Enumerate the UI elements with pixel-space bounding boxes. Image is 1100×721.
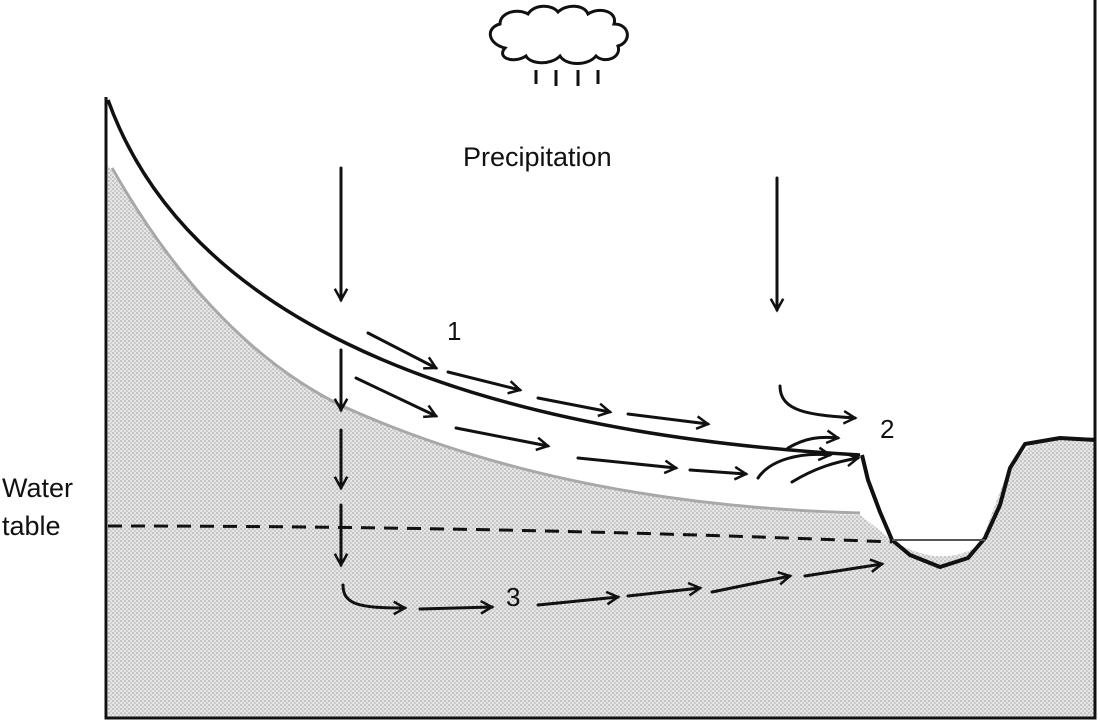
water-table-line bbox=[107, 524, 893, 544]
flow-label-3: 3 bbox=[506, 582, 520, 612]
water-table-label-line1: Water bbox=[2, 473, 73, 503]
flow-path-2 bbox=[354, 376, 858, 484]
water-table-label-line2: table bbox=[2, 511, 61, 541]
stream-channel bbox=[860, 436, 1096, 569]
flow-label-2: 2 bbox=[880, 414, 894, 444]
flow-path-1 bbox=[366, 331, 708, 424]
precipitation-label: Precipitation bbox=[463, 142, 612, 172]
ground-body bbox=[108, 165, 1095, 718]
ground-surface bbox=[106, 99, 861, 457]
flow-path-3 bbox=[341, 564, 882, 609]
flow-label-1: 1 bbox=[447, 316, 461, 346]
rain-cloud-icon bbox=[489, 4, 629, 86]
soil-lower-boundary bbox=[110, 167, 861, 515]
ground-frame bbox=[104, 0, 1097, 720]
